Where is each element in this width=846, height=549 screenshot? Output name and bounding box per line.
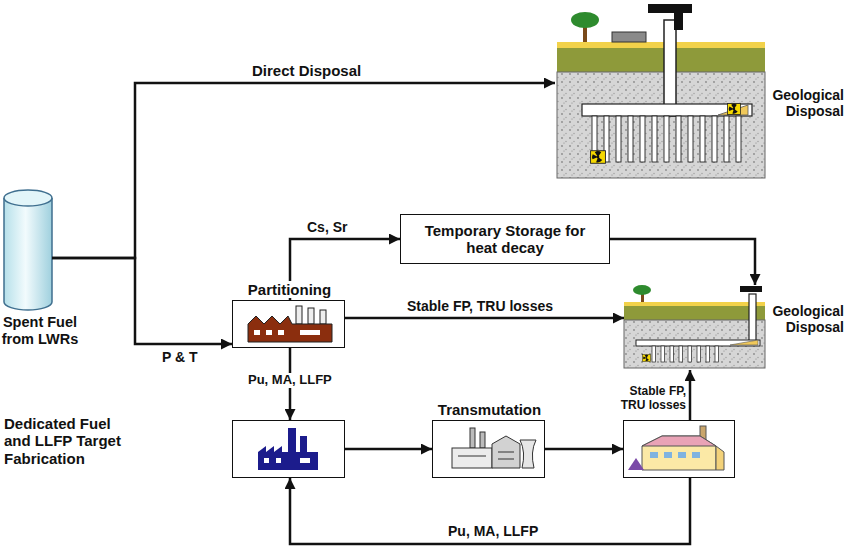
flow-label: Cs, Sr [305, 219, 349, 235]
process-box: Partitioning [232, 300, 345, 348]
process-box: Dedicated Fuel and LLFP Target Fabricati… [232, 420, 345, 478]
flow-arrow [345, 448, 432, 451]
flow-label: Pu, MA, LLFP [446, 523, 540, 539]
repository-illustration [624, 285, 765, 368]
repository-illustration [557, 4, 765, 178]
factory-icon [248, 306, 332, 342]
flow-arrow [290, 478, 690, 544]
flow-arrow [52, 258, 232, 344]
node-label: Geological Disposal [768, 303, 844, 335]
fuel-node: Spent Fuel from LWRs [4, 190, 52, 310]
process-box: Temporary Storage for heat decay [400, 214, 610, 264]
flow-label: Pu, MA, LLFP [246, 373, 334, 388]
node-label: Partitioning [233, 281, 346, 298]
node-label: Geological Disposal [768, 87, 844, 119]
factory-icon [258, 428, 318, 470]
flow-label: Stable FP, TRU losses [604, 385, 688, 413]
process-box: Transmutation [432, 420, 545, 478]
flow-arrow [689, 370, 692, 420]
node-label: Transmutation [423, 401, 556, 418]
flow-arrow [345, 317, 624, 320]
flow-label: Direct Disposal [250, 62, 363, 79]
flow-label: Stable FP, TRU losses [405, 298, 555, 314]
flow-arrow [610, 239, 755, 285]
plant-icon [452, 428, 536, 468]
fuel-cylinder [4, 190, 52, 310]
process-box [623, 420, 735, 478]
flow-label: P & T [160, 349, 200, 365]
flow-arrow [545, 448, 623, 451]
repository-node: Geological Disposal [624, 285, 765, 370]
node-label: Dedicated Fuel and LLFP Target Fabricati… [4, 415, 122, 467]
node-label: Spent Fuel from LWRs [0, 314, 80, 347]
box-label: Temporary Storage for heat decay [410, 222, 600, 257]
plant-icon [628, 426, 724, 470]
repository-node: Geological Disposal [555, 5, 765, 180]
